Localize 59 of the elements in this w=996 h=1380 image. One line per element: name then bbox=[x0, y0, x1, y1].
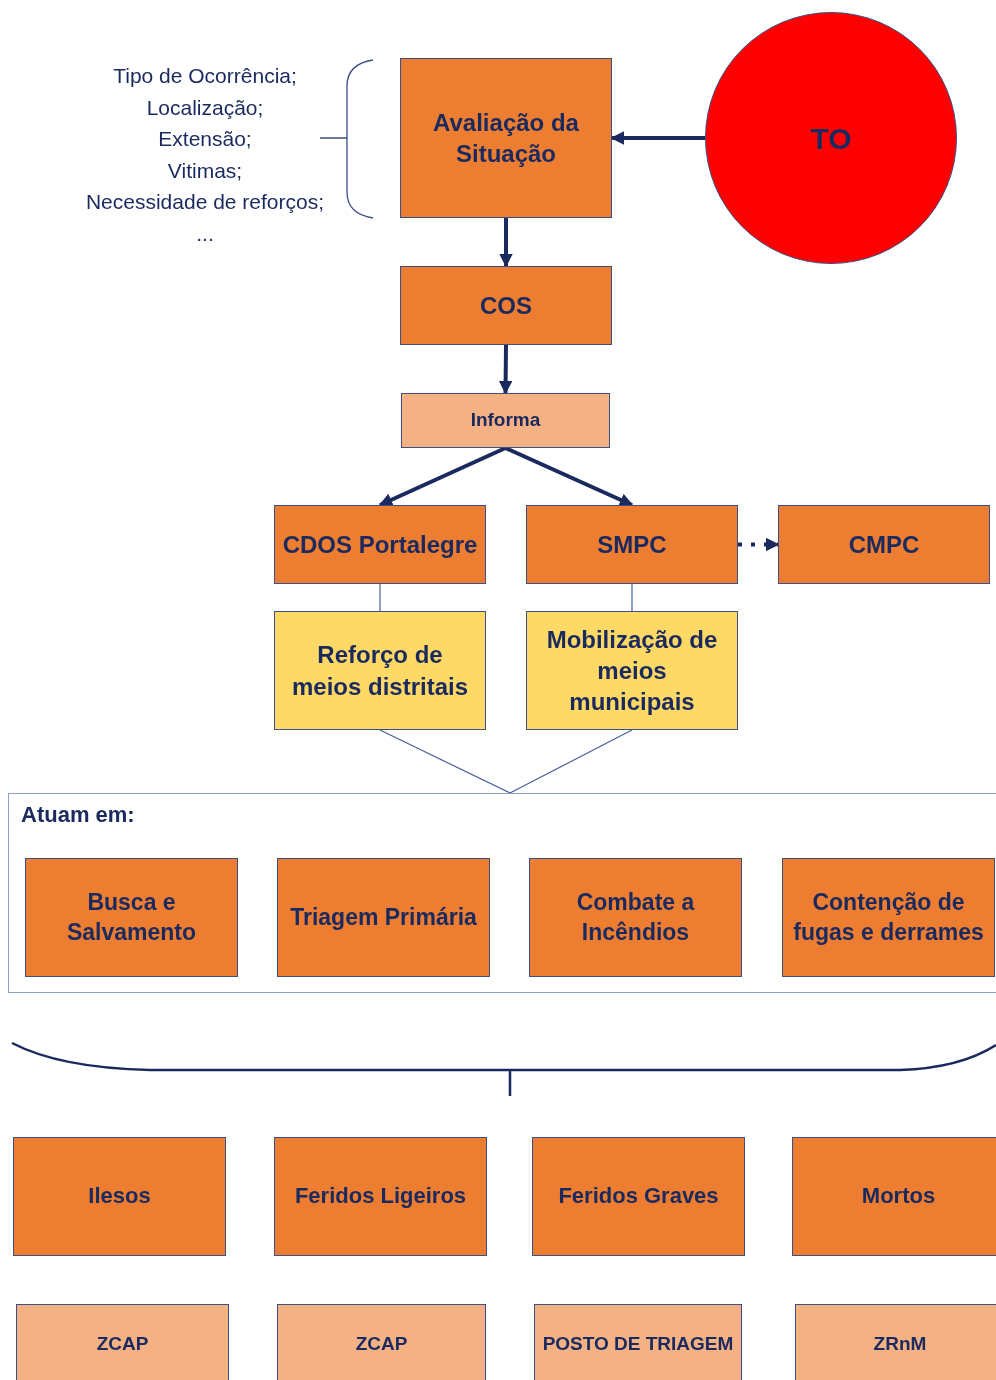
arrow bbox=[610, 131, 705, 145]
process-box bbox=[277, 858, 490, 977]
list-item-text: Vitimas; bbox=[167, 157, 243, 184]
list-item-text: ... bbox=[196, 220, 214, 247]
list-item-text: Tipo de Ocorrência; bbox=[113, 63, 297, 89]
arrow bbox=[378, 446, 507, 507]
node-label: Avaliação da Situação bbox=[432, 107, 580, 169]
node-label: COS bbox=[480, 290, 532, 321]
list-item-text: Extensão; bbox=[158, 126, 252, 152]
process-box bbox=[16, 1304, 229, 1380]
process-box bbox=[277, 1304, 486, 1380]
node-label: ZRnM bbox=[873, 1331, 927, 1356]
list-item-text: Necessidade de reforços; bbox=[85, 189, 325, 215]
process-box bbox=[274, 611, 486, 730]
node-label: Feridos Graves bbox=[558, 1182, 719, 1211]
connector-line bbox=[379, 729, 511, 794]
process-box bbox=[526, 505, 738, 584]
node-label: TO bbox=[810, 120, 852, 157]
node-label: SMPC bbox=[597, 529, 667, 560]
process-box bbox=[401, 393, 610, 448]
list-item-text: Localização; bbox=[146, 94, 264, 121]
node-label: Mortos bbox=[861, 1182, 936, 1211]
node-label: CDOS Portalegre bbox=[282, 529, 478, 560]
node-label: Mobilização de meios municipais bbox=[545, 624, 719, 718]
node-label: Busca e Salvamento bbox=[65, 887, 198, 947]
connector-line bbox=[379, 583, 381, 612]
process-box bbox=[782, 858, 995, 977]
node-label: POSTO DE TRIAGEM bbox=[542, 1331, 734, 1356]
node-label: Reforço de meios distritais bbox=[290, 640, 470, 702]
group-heading: Atuam em: bbox=[21, 802, 135, 828]
process-box bbox=[792, 1137, 996, 1256]
arrow bbox=[499, 218, 513, 268]
process-box bbox=[274, 505, 486, 584]
arrow bbox=[504, 446, 634, 507]
connector-line bbox=[631, 583, 633, 612]
process-box bbox=[400, 266, 612, 345]
node-label: ZCAP bbox=[355, 1331, 408, 1356]
process-box bbox=[532, 1137, 745, 1256]
process-box bbox=[400, 58, 612, 218]
node-label: Ilesos bbox=[88, 1182, 151, 1211]
process-box bbox=[274, 1137, 487, 1256]
arrow bbox=[498, 344, 513, 395]
node-label: ZCAP bbox=[96, 1331, 149, 1356]
node-label: Combate a Incêndios bbox=[575, 887, 696, 947]
process-box bbox=[778, 505, 990, 584]
process-box bbox=[25, 858, 238, 977]
process-box bbox=[534, 1304, 742, 1380]
node-label: Feridos Ligeiros bbox=[294, 1182, 467, 1211]
arrow bbox=[738, 537, 780, 552]
process-box bbox=[795, 1304, 996, 1380]
node-label: Contenção de fugas e derrames bbox=[792, 887, 985, 947]
node-label: Triagem Primária bbox=[290, 902, 477, 932]
group-panel bbox=[8, 793, 996, 993]
process-box bbox=[526, 611, 738, 730]
node-label: CMPC bbox=[848, 529, 920, 560]
process-box bbox=[529, 858, 742, 977]
connector-line bbox=[509, 729, 633, 794]
node-label: Informa bbox=[470, 408, 541, 433]
process-box bbox=[13, 1137, 226, 1256]
